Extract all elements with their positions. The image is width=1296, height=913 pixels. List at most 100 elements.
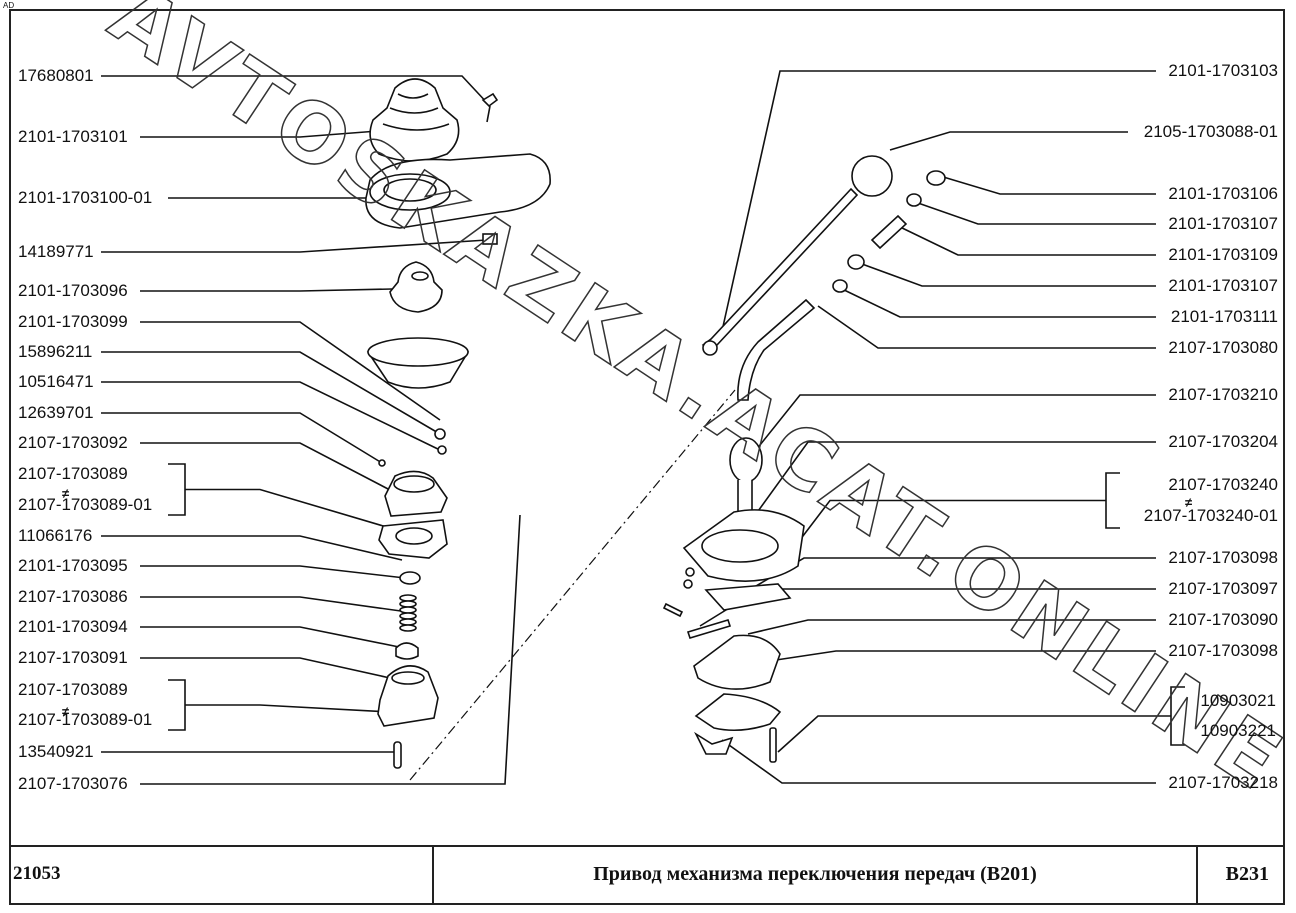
part-label-left: 2107-1703086: [18, 587, 128, 606]
leader-line: [140, 288, 393, 292]
leader-line: [140, 442, 391, 491]
part-label-left: 2107-1703089-01: [18, 495, 153, 514]
leader-line: [839, 287, 1156, 318]
part-label-right: 2107-1703210: [1168, 385, 1278, 404]
model-number: 21053: [13, 863, 61, 884]
bracket: [1170, 686, 1185, 746]
leader-line: [789, 499, 1106, 554]
leader-line: [939, 175, 1156, 195]
leader-line: [140, 626, 405, 649]
part-label-right: 2101-1703107: [1168, 214, 1278, 233]
diagram-title: Привод механизма переключения передач (B…: [593, 863, 1037, 885]
pin-part: [393, 741, 402, 769]
bracket-part: [694, 693, 782, 732]
boot-part: [369, 78, 460, 162]
part-label-right: 10903221: [1200, 721, 1276, 740]
bracket: [168, 679, 186, 731]
part-label-right: 2101-1703109: [1168, 245, 1278, 264]
title-block: 21053 Привод механизма переключения пере…: [9, 845, 1285, 905]
bushing-part: [389, 261, 443, 313]
leader-line: [775, 650, 1156, 661]
leader-line: [739, 394, 1156, 471]
part-label-left: 2107-1703091: [18, 648, 128, 667]
leader-line: [743, 557, 1156, 594]
leader-line: [101, 381, 443, 452]
part-label-right: 2101-1703103: [1168, 61, 1278, 80]
part-label-left: 11066176: [18, 526, 93, 545]
part-label-left: 2107-1703089: [18, 680, 128, 699]
corner-tag: AD: [3, 1, 15, 10]
leader-line: [897, 225, 1156, 256]
ring-part: [399, 571, 421, 585]
leader-line: [185, 704, 391, 713]
part-label-left: 2107-1703089: [18, 464, 128, 483]
divider: [1196, 847, 1198, 905]
nut-part: [434, 428, 446, 440]
bolt-part: [870, 214, 908, 250]
not-equal-mark: ≠: [1185, 495, 1193, 510]
leader-line: [747, 441, 1156, 526]
leader-line: [861, 263, 1156, 287]
clip-part: [482, 233, 498, 245]
part-label-right: 2101-1703111: [1170, 307, 1278, 326]
part-label-right: 2107-1703240-01: [1143, 506, 1278, 525]
part-label-left: 2101-1703094: [18, 617, 128, 636]
shift-lever-part: [737, 298, 816, 401]
spring-part: [399, 594, 417, 632]
sheet-code: B231: [1225, 863, 1269, 885]
part-label-left: 12639701: [18, 403, 94, 422]
part-label-right: 2107-1703098: [1168, 548, 1278, 567]
screw-right-part: [769, 727, 777, 763]
guide-plate-part: [693, 634, 781, 690]
part-label-left: 2101-1703101: [18, 127, 128, 146]
part-label-left: 2101-1703096: [18, 281, 128, 300]
part-label-left: 10516471: [18, 372, 94, 391]
leader-line: [101, 412, 383, 464]
bushing-small-part: [926, 170, 946, 186]
part-label-right: 2107-1703218: [1168, 773, 1278, 792]
part-label-right: 2107-1703090: [1168, 610, 1278, 629]
axis-line: [409, 389, 736, 781]
part-label-left: 2101-1703099: [18, 312, 128, 331]
drawing-frame: [9, 9, 1285, 905]
leader-line: [777, 715, 1171, 753]
part-label-left: 13540921: [18, 742, 94, 761]
part-label-left: 17680801: [18, 66, 94, 85]
leader-line: [747, 619, 1156, 635]
part-label-right: 2101-1703106: [1168, 184, 1278, 203]
not-equal-mark: ≠: [62, 704, 70, 719]
part-label-left: 2107-1703076: [18, 774, 128, 793]
part-label-right: 10903021: [1200, 691, 1276, 710]
part-label-right: 2105-1703088-01: [1143, 122, 1278, 141]
leader-line: [719, 70, 1156, 341]
bracket: [168, 463, 186, 516]
part-label-left: 14189771: [18, 242, 94, 261]
leader-line: [101, 535, 403, 561]
part-label-right: 2107-1703240: [1168, 475, 1278, 494]
leader-line: [140, 657, 391, 679]
leader-line: [140, 596, 409, 613]
part-label-right: 2107-1703080: [1168, 338, 1278, 357]
leader-line: [101, 239, 488, 253]
part-label-left: 15896211: [18, 342, 93, 361]
leader-line: [140, 514, 521, 785]
leader-line: [140, 321, 441, 421]
part-label-right: 2107-1703204: [1168, 432, 1278, 451]
part-label-left: 2101-1703100-01: [18, 188, 153, 207]
part-label-left: 2107-1703089-01: [18, 710, 153, 729]
leader-line: [185, 488, 391, 529]
knob-part: [851, 155, 893, 197]
pin-spring-part: [662, 602, 684, 618]
part-label-right: 2107-1703098: [1168, 641, 1278, 660]
part-label-right: 2107-1703097: [1168, 579, 1278, 598]
bracket: [1105, 472, 1120, 529]
leader-line: [101, 351, 441, 435]
part-label-left: 2107-1703092: [18, 433, 128, 452]
leader-line: [101, 75, 491, 107]
seat-part: [395, 642, 419, 660]
part-label-right: 2101-1703107: [1168, 276, 1278, 295]
leader-lines: [101, 70, 1185, 785]
divider: [432, 847, 434, 905]
not-equal-mark: ≠: [62, 486, 70, 501]
